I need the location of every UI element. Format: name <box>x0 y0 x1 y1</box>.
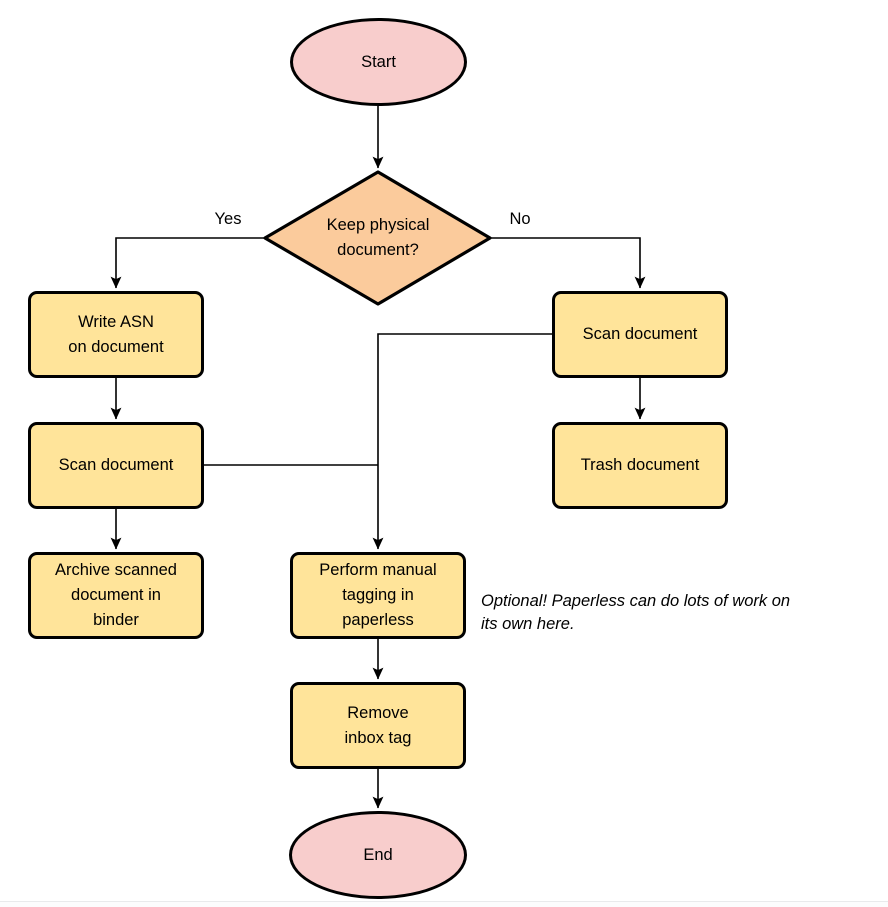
node-scan-document-right-label: Scan document <box>582 325 698 343</box>
node-remove-inbox-tag-label: Remove inbox tag <box>344 703 412 747</box>
node-remove-inbox-tag: Remove inbox tag <box>290 682 466 769</box>
node-start-label: Start <box>361 52 396 71</box>
node-end: End <box>289 811 467 899</box>
node-decision: Keep physical document? <box>265 172 491 304</box>
bottom-page-edge <box>0 901 888 907</box>
node-scan-document-left: Scan document <box>28 422 204 509</box>
node-trash-document: Trash document <box>552 422 728 509</box>
node-archive-in-binder-label: Archive scanned document in binder <box>55 561 177 629</box>
optional-note: Optional! Paperless can do lots of work … <box>481 592 791 633</box>
decision-diamond-shape <box>263 170 492 306</box>
edge-label-yes: Yes <box>214 210 242 228</box>
node-write-asn: Write ASN on document <box>28 291 204 378</box>
node-decision-label: Keep physical document? <box>326 216 430 259</box>
node-scan-document-right: Scan document <box>552 291 728 378</box>
node-manual-tagging: Perform manual tagging in paperless <box>290 552 466 639</box>
node-archive-in-binder: Archive scanned document in binder <box>28 552 204 639</box>
node-manual-tagging-label: Perform manual tagging in paperless <box>319 561 437 629</box>
node-end-label: End <box>363 845 393 864</box>
edge-decision-yes-to-write-asn <box>110 237 265 289</box>
edge-decision-no-to-scan-right <box>490 237 646 289</box>
node-trash-document-label: Trash document <box>580 456 700 474</box>
node-start: Start <box>290 18 467 106</box>
edge-label-no: No <box>509 210 531 228</box>
node-write-asn-label: Write ASN on document <box>68 312 164 356</box>
edge-scan-right-to-tagging <box>372 333 552 550</box>
node-scan-document-left-label: Scan document <box>58 456 174 474</box>
